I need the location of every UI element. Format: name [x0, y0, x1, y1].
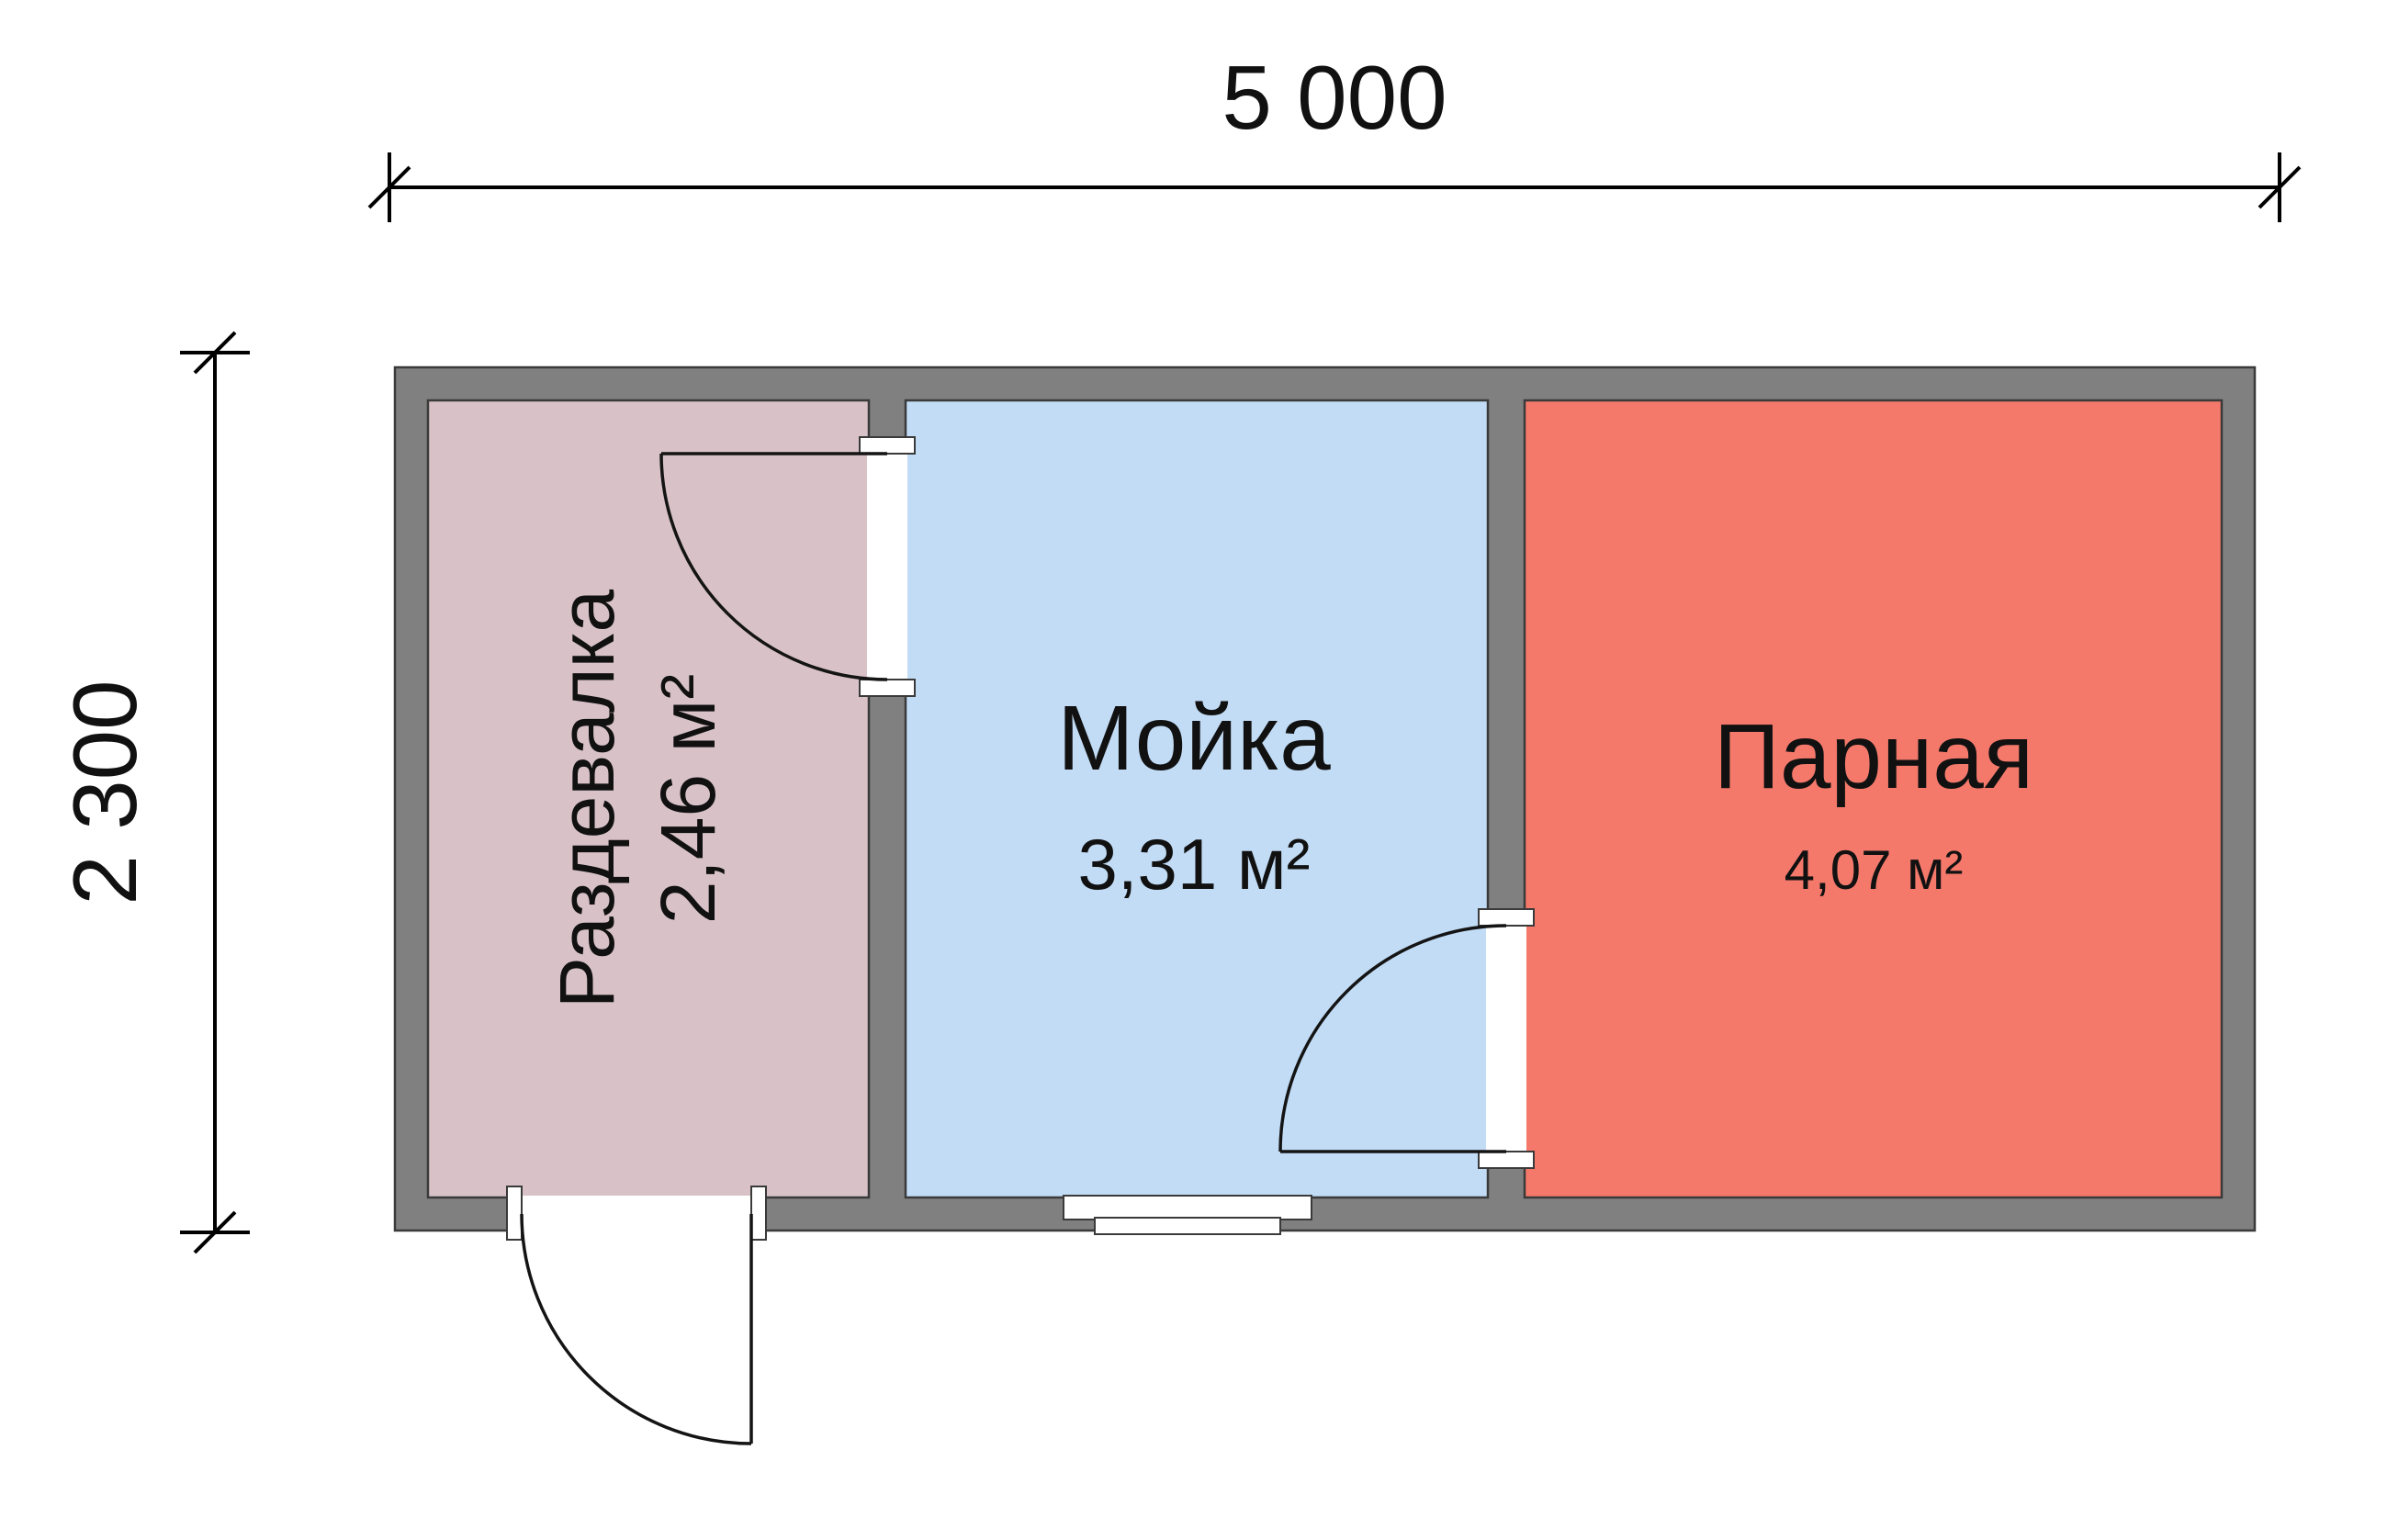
room-steam-label: Парная 4,07 м²: [1714, 705, 2033, 901]
room-washing-name: Мойка: [1057, 687, 1331, 790]
room-dressing-label: Раздевалка 2,46 м²: [544, 590, 731, 1008]
room-washing-area: 3,31 м²: [1077, 824, 1310, 905]
door-swing-entrance: [520, 1213, 753, 1445]
door-opening-washing-steam: [1486, 926, 1526, 1152]
dimension-top-label: 5 000: [1222, 47, 1447, 148]
room-dressing: [426, 399, 871, 1199]
door-opening-dressing-washing: [867, 454, 907, 680]
door-jamb: [859, 436, 916, 455]
window: [1063, 1195, 1312, 1235]
door-arc: [1278, 924, 1507, 1152]
room-washing-label: Мойка 3,31 м²: [1057, 687, 1331, 905]
window-frame: [1063, 1195, 1312, 1220]
door-arc: [659, 453, 888, 681]
door-swing-washing-steam: [1278, 924, 1507, 1153]
door-jamb: [1478, 908, 1535, 927]
window-sill: [1094, 1217, 1281, 1235]
room-dressing-name: Раздевалка: [544, 590, 630, 1008]
room-steam-name: Парная: [1714, 705, 2033, 808]
dimension-left-label: 2 300: [54, 680, 155, 905]
door-arc: [520, 1213, 752, 1445]
room-dressing-area: 2,46 м²: [645, 674, 731, 925]
room-steam-area: 4,07 м²: [1785, 839, 1964, 901]
dimension-top: 5 000: [367, 47, 2302, 222]
dimension-slash: [193, 1210, 237, 1254]
door-jamb: [1478, 1151, 1535, 1169]
dimension-left: 2 300: [54, 331, 250, 1254]
dimension-slash: [2258, 165, 2302, 209]
room-washing: [904, 399, 1490, 1199]
door-jamb: [859, 679, 916, 697]
door-jamb: [750, 1186, 767, 1241]
dimension-slash: [367, 165, 411, 209]
door-jamb: [506, 1186, 523, 1241]
dimension-slash: [193, 331, 237, 375]
room-steam: [1523, 399, 2224, 1199]
door-opening-entrance: [522, 1196, 751, 1232]
door-swing-dressing-washing: [659, 452, 888, 681]
